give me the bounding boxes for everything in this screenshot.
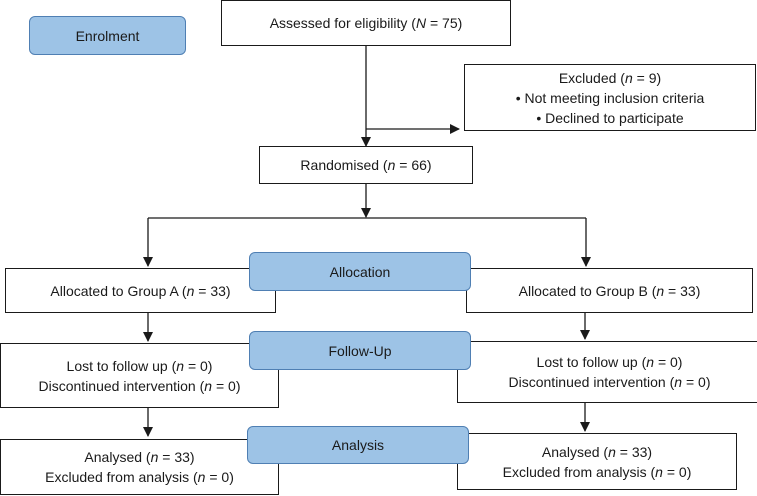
excluded-bullet-2: • Declined to participate xyxy=(536,109,684,126)
stage-analysis: Analysis xyxy=(247,426,469,464)
stage-allocation-label: Allocation xyxy=(329,263,391,280)
stage-follow-up: Follow-Up xyxy=(249,331,471,370)
assessed-box: Assessed for eligibility (N = 75) xyxy=(221,0,511,46)
lost-group-b-text: Lost to follow up (n = 0) xyxy=(536,354,683,370)
stage-enrolment: Enrolment xyxy=(29,16,186,55)
discontinued-group-b-text: Discontinued intervention (n = 0) xyxy=(508,374,711,390)
allocated-group-b-box: Allocated to Group B (n = 33) xyxy=(466,268,753,313)
randomised-box: Randomised (n = 66) xyxy=(259,146,473,184)
lost-group-a-text: Lost to follow up (n = 0) xyxy=(66,357,213,374)
followup-group-b-box: Lost to follow up (n = 0) Discontinued i… xyxy=(457,341,757,403)
excluded-box: Excluded (n = 9) • Not meeting inclusion… xyxy=(464,64,756,131)
randomised-text: Randomised (n = 66) xyxy=(300,157,432,173)
allocated-group-a-text: Allocated to Group A (n = 33) xyxy=(50,282,231,299)
discontinued-group-a-text: Discontinued intervention (n = 0) xyxy=(38,377,241,394)
stage-allocation: Allocation xyxy=(249,252,471,291)
analysis-group-b-box: Analysed (n = 33) Excluded from analysis… xyxy=(457,433,737,490)
excluded-bullet-1: • Not meeting inclusion criteria xyxy=(515,89,705,106)
analysed-group-b-text: Analysed (n = 33) xyxy=(541,443,653,460)
excluded-title: Excluded (n = 9) xyxy=(558,69,662,86)
analysis-group-a-box: Analysed (n = 33) Excluded from analysis… xyxy=(0,439,279,495)
stage-follow-up-label: Follow-Up xyxy=(328,342,392,359)
stage-enrolment-label: Enrolment xyxy=(75,27,140,44)
excluded-analysis-group-a-text: Excluded from analysis (n = 0) xyxy=(45,469,234,485)
allocated-group-b-text: Allocated to Group B (n = 33) xyxy=(518,282,701,299)
stage-analysis-label: Analysis xyxy=(331,437,385,453)
followup-group-a-box: Lost to follow up (n = 0) Discontinued i… xyxy=(0,343,279,408)
analysed-group-a-text: Analysed (n = 33) xyxy=(84,449,195,465)
allocated-group-a-box: Allocated to Group A (n = 33) xyxy=(5,268,276,313)
assessed-text: Assessed for eligibility (N = 75) xyxy=(269,15,463,31)
excluded-analysis-group-b-text: Excluded from analysis (n = 0) xyxy=(502,463,692,480)
